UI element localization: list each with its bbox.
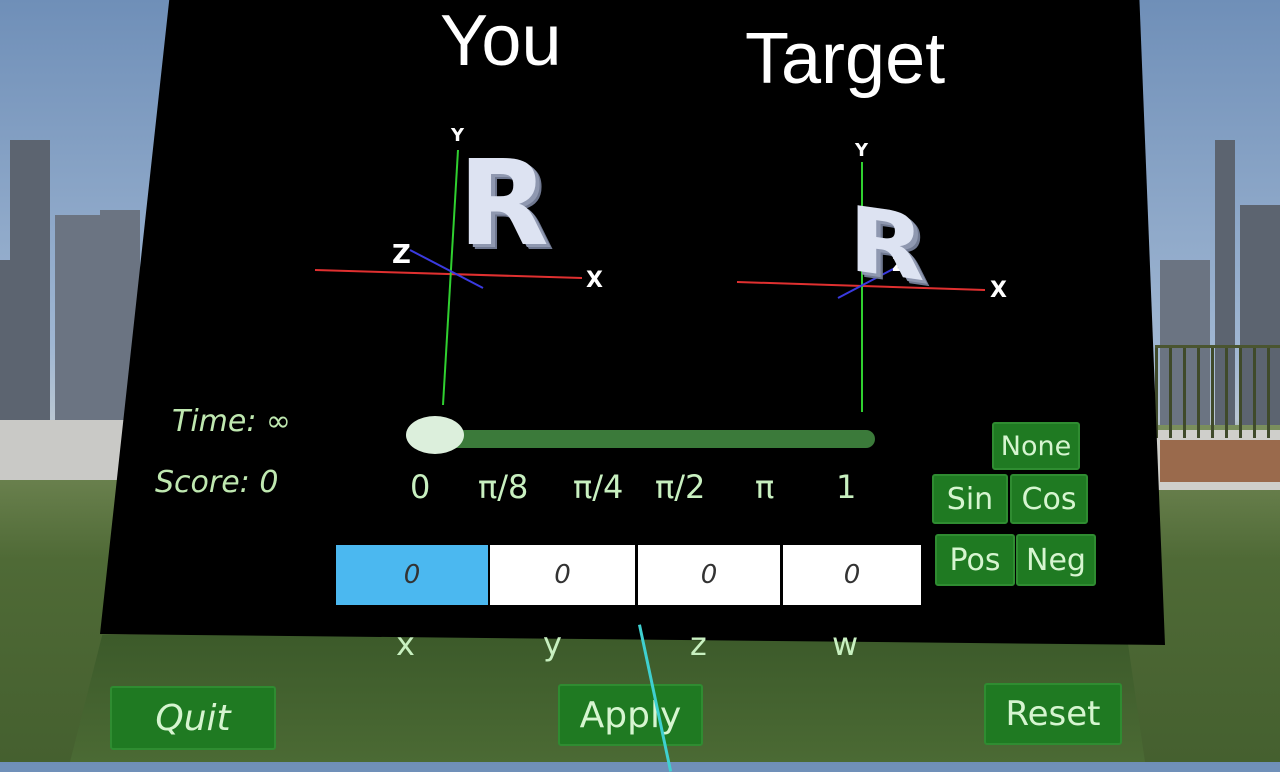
z-field-label: z [690,625,707,663]
time-label: Time: ∞ [172,404,291,439]
brick-wall [1160,440,1280,482]
you-x-label: X [586,268,603,293]
target-z-axis-line [837,267,896,299]
y-field-label: y [543,625,562,663]
you-letter-model: R [458,134,549,272]
apply-button[interactable]: Apply [558,684,703,746]
x-field[interactable]: 0 [336,545,488,605]
w-field[interactable]: 0 [783,545,921,605]
pos-button[interactable]: Pos [935,534,1015,586]
you-y-axis-line [442,149,459,406]
x-field-label: x [396,625,415,663]
slider-tick-pi-4: π/4 [573,468,624,506]
slider-tick-pi-2: π/2 [655,468,706,506]
z-field[interactable]: 0 [638,545,780,605]
target-letter-model: R [848,186,925,303]
you-y-label: Y [451,125,465,146]
target-axis-gizmo [736,162,986,412]
you-header: You [440,1,562,81]
neg-button[interactable]: Neg [1016,534,1096,586]
y-field[interactable]: 0 [490,545,635,605]
you-z-axis-line [409,249,484,289]
none-button[interactable]: None [992,422,1080,470]
reset-button[interactable]: Reset [984,683,1122,745]
slider-tick-0: 0 [410,468,431,506]
w-field-label: w [832,625,859,663]
angle-slider-track[interactable] [420,430,875,448]
cos-button[interactable]: Cos [1010,474,1088,524]
target-z-label: Z [892,252,907,276]
score-label: Score: 0 [155,465,279,500]
quit-button[interactable]: Quit [110,686,276,750]
sin-button[interactable]: Sin [932,474,1008,524]
target-y-label: Y [855,140,869,161]
slider-tick-pi-8: π/8 [478,468,529,506]
slider-tick-1: 1 [836,468,857,506]
you-axis-gizmo [314,149,583,406]
you-z-label: Z [392,240,411,270]
target-header: Target [745,19,946,99]
angle-slider-handle[interactable] [406,416,464,454]
you-x-axis-line [314,269,583,279]
target-x-label: X [990,278,1007,303]
fence [1155,345,1280,438]
slider-tick-pi: π [755,468,775,506]
